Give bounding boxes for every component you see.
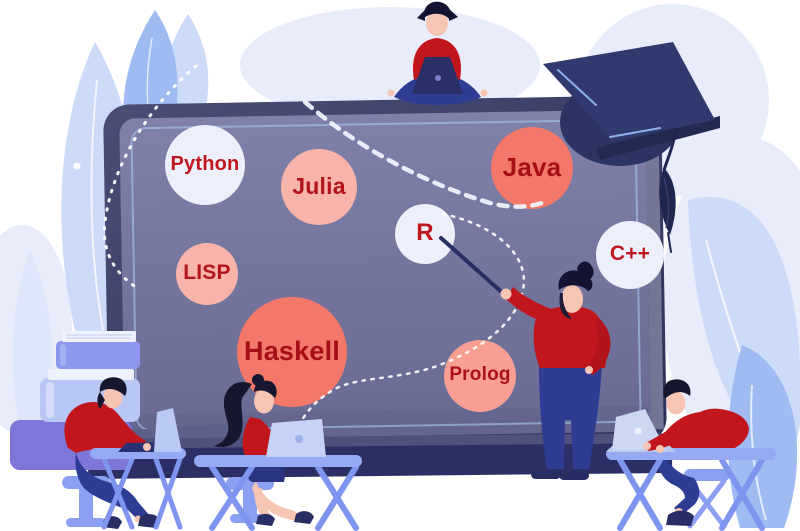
language-bubble-cpp: C++ bbox=[596, 221, 664, 289]
student-right bbox=[656, 379, 749, 526]
person-sitting-on-screen-top bbox=[387, 1, 488, 105]
language-label: Julia bbox=[292, 172, 346, 199]
teacher bbox=[439, 236, 611, 480]
language-bubble-java: Java bbox=[491, 127, 573, 209]
language-bubble-haskell: Haskell bbox=[237, 297, 347, 407]
student-left-hand bbox=[143, 443, 151, 451]
ponytail bbox=[214, 381, 252, 448]
student-right-station bbox=[606, 379, 776, 531]
language-bubble-lisp: LISP bbox=[176, 243, 238, 305]
language-bubble-prolog: Prolog bbox=[444, 340, 516, 412]
student-right-arms bbox=[643, 430, 675, 453]
desk-middle bbox=[194, 455, 362, 531]
dotted-path-orbit bbox=[289, 212, 526, 452]
language-label: Python bbox=[170, 152, 240, 175]
leaves-right bbox=[688, 196, 800, 528]
language-label: C++ bbox=[609, 242, 651, 265]
language-bubble-python: Python bbox=[165, 125, 245, 205]
laptop-middle-student bbox=[266, 419, 326, 457]
language-label: R bbox=[416, 219, 434, 246]
student-left-station bbox=[62, 377, 186, 530]
pointer-stick bbox=[439, 236, 508, 298]
student-middle-station bbox=[194, 374, 362, 531]
dotted-path-dashed bbox=[302, 99, 548, 209]
language-label: Prolog bbox=[449, 364, 511, 385]
graduation-cap bbox=[543, 42, 720, 253]
language-label: Haskell bbox=[244, 335, 340, 366]
tassel bbox=[659, 168, 676, 253]
language-label: Java bbox=[502, 151, 562, 182]
language-label: LISP bbox=[183, 261, 231, 284]
dotted-orbit-left bbox=[73, 64, 198, 292]
language-bubble-julia: Julia bbox=[281, 149, 357, 225]
